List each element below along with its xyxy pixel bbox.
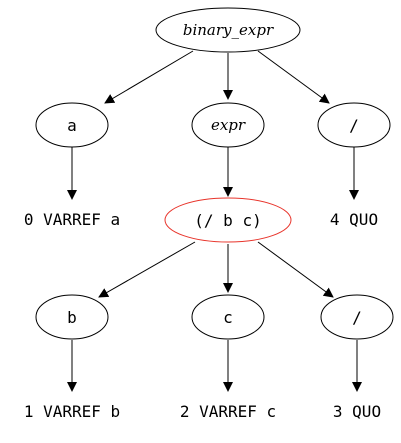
node-div2-label: / [352, 308, 362, 327]
edge-root-a [104, 50, 194, 104]
node-inner-expr: (/ b c) [164, 197, 292, 243]
node-b-label: b [67, 308, 77, 327]
node-b: b [35, 294, 109, 340]
node-div1-label: / [349, 116, 359, 135]
node-expr: expr [191, 102, 265, 148]
edge-root-div1 [257, 50, 330, 104]
node-c: c [191, 294, 265, 340]
node-quo4: 4 QUO [330, 210, 378, 229]
node-a-label: a [67, 116, 77, 135]
node-varref-b: 1 VARREF b [24, 402, 120, 421]
edge-inner-div2 [257, 241, 334, 298]
node-div1: / [317, 102, 391, 148]
node-c-label: c [223, 308, 233, 327]
node-inner-expr-label: (/ b c) [194, 211, 261, 230]
node-quo3: 3 QUO [333, 402, 381, 421]
node-a: a [35, 102, 109, 148]
node-binary-expr-label: binary_expr [183, 21, 274, 39]
node-div2: / [320, 294, 394, 340]
node-varref-c: 2 VARREF c [180, 402, 276, 421]
edges [67, 50, 362, 392]
node-binary-expr: binary_expr [155, 7, 301, 53]
node-varref-a: 0 VARREF a [24, 210, 120, 229]
node-expr-label: expr [211, 116, 246, 134]
edge-inner-b [98, 241, 196, 298]
